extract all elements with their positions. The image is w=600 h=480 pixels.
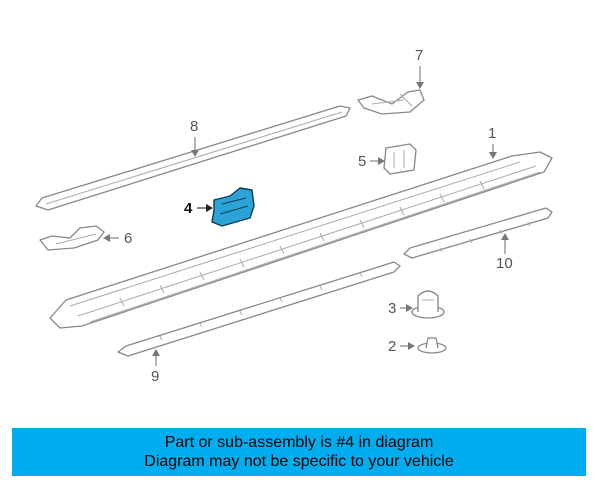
callout-7: 7 xyxy=(415,47,424,89)
svg-text:9: 9 xyxy=(151,368,159,385)
svg-text:5: 5 xyxy=(358,153,366,170)
svg-text:4: 4 xyxy=(184,200,193,217)
callout-3: 3 xyxy=(388,300,413,317)
part-1-rocker-panel xyxy=(49,151,553,329)
part-6-bracket xyxy=(39,225,105,251)
svg-text:3: 3 xyxy=(388,300,396,317)
callout-8: 8 xyxy=(190,118,199,157)
callout-6: 6 xyxy=(103,230,132,247)
part-7-bracket xyxy=(357,89,425,115)
part-5-clip xyxy=(383,143,417,175)
part-9-molding xyxy=(117,261,401,357)
banner-line-1: Part or sub-assembly is #4 in diagram xyxy=(164,434,434,451)
callout-2: 2 xyxy=(388,338,415,355)
svg-text:2: 2 xyxy=(388,338,396,355)
parts-diagram: 8 7 5 1 4 xyxy=(35,47,553,385)
svg-text:10: 10 xyxy=(496,255,513,272)
svg-text:8: 8 xyxy=(190,118,198,135)
banner-line-2: Diagram may not be specific to your vehi… xyxy=(144,453,454,470)
callout-1: 1 xyxy=(488,125,497,159)
part-4-bracket-highlighted[interactable] xyxy=(211,187,255,227)
part-3-fastener xyxy=(411,290,445,319)
svg-text:6: 6 xyxy=(124,230,132,247)
info-banner: Part or sub-assembly is #4 in diagram Di… xyxy=(12,428,586,476)
part-2-clip xyxy=(417,337,447,354)
svg-text:7: 7 xyxy=(415,47,423,64)
svg-text:1: 1 xyxy=(488,125,496,142)
callout-10: 10 xyxy=(496,233,513,272)
part-10-trim-strip xyxy=(403,207,553,259)
callout-5: 5 xyxy=(358,153,385,170)
callout-4: 4 xyxy=(184,200,213,217)
callout-9: 9 xyxy=(151,349,160,385)
part-8-molding xyxy=(35,105,351,211)
